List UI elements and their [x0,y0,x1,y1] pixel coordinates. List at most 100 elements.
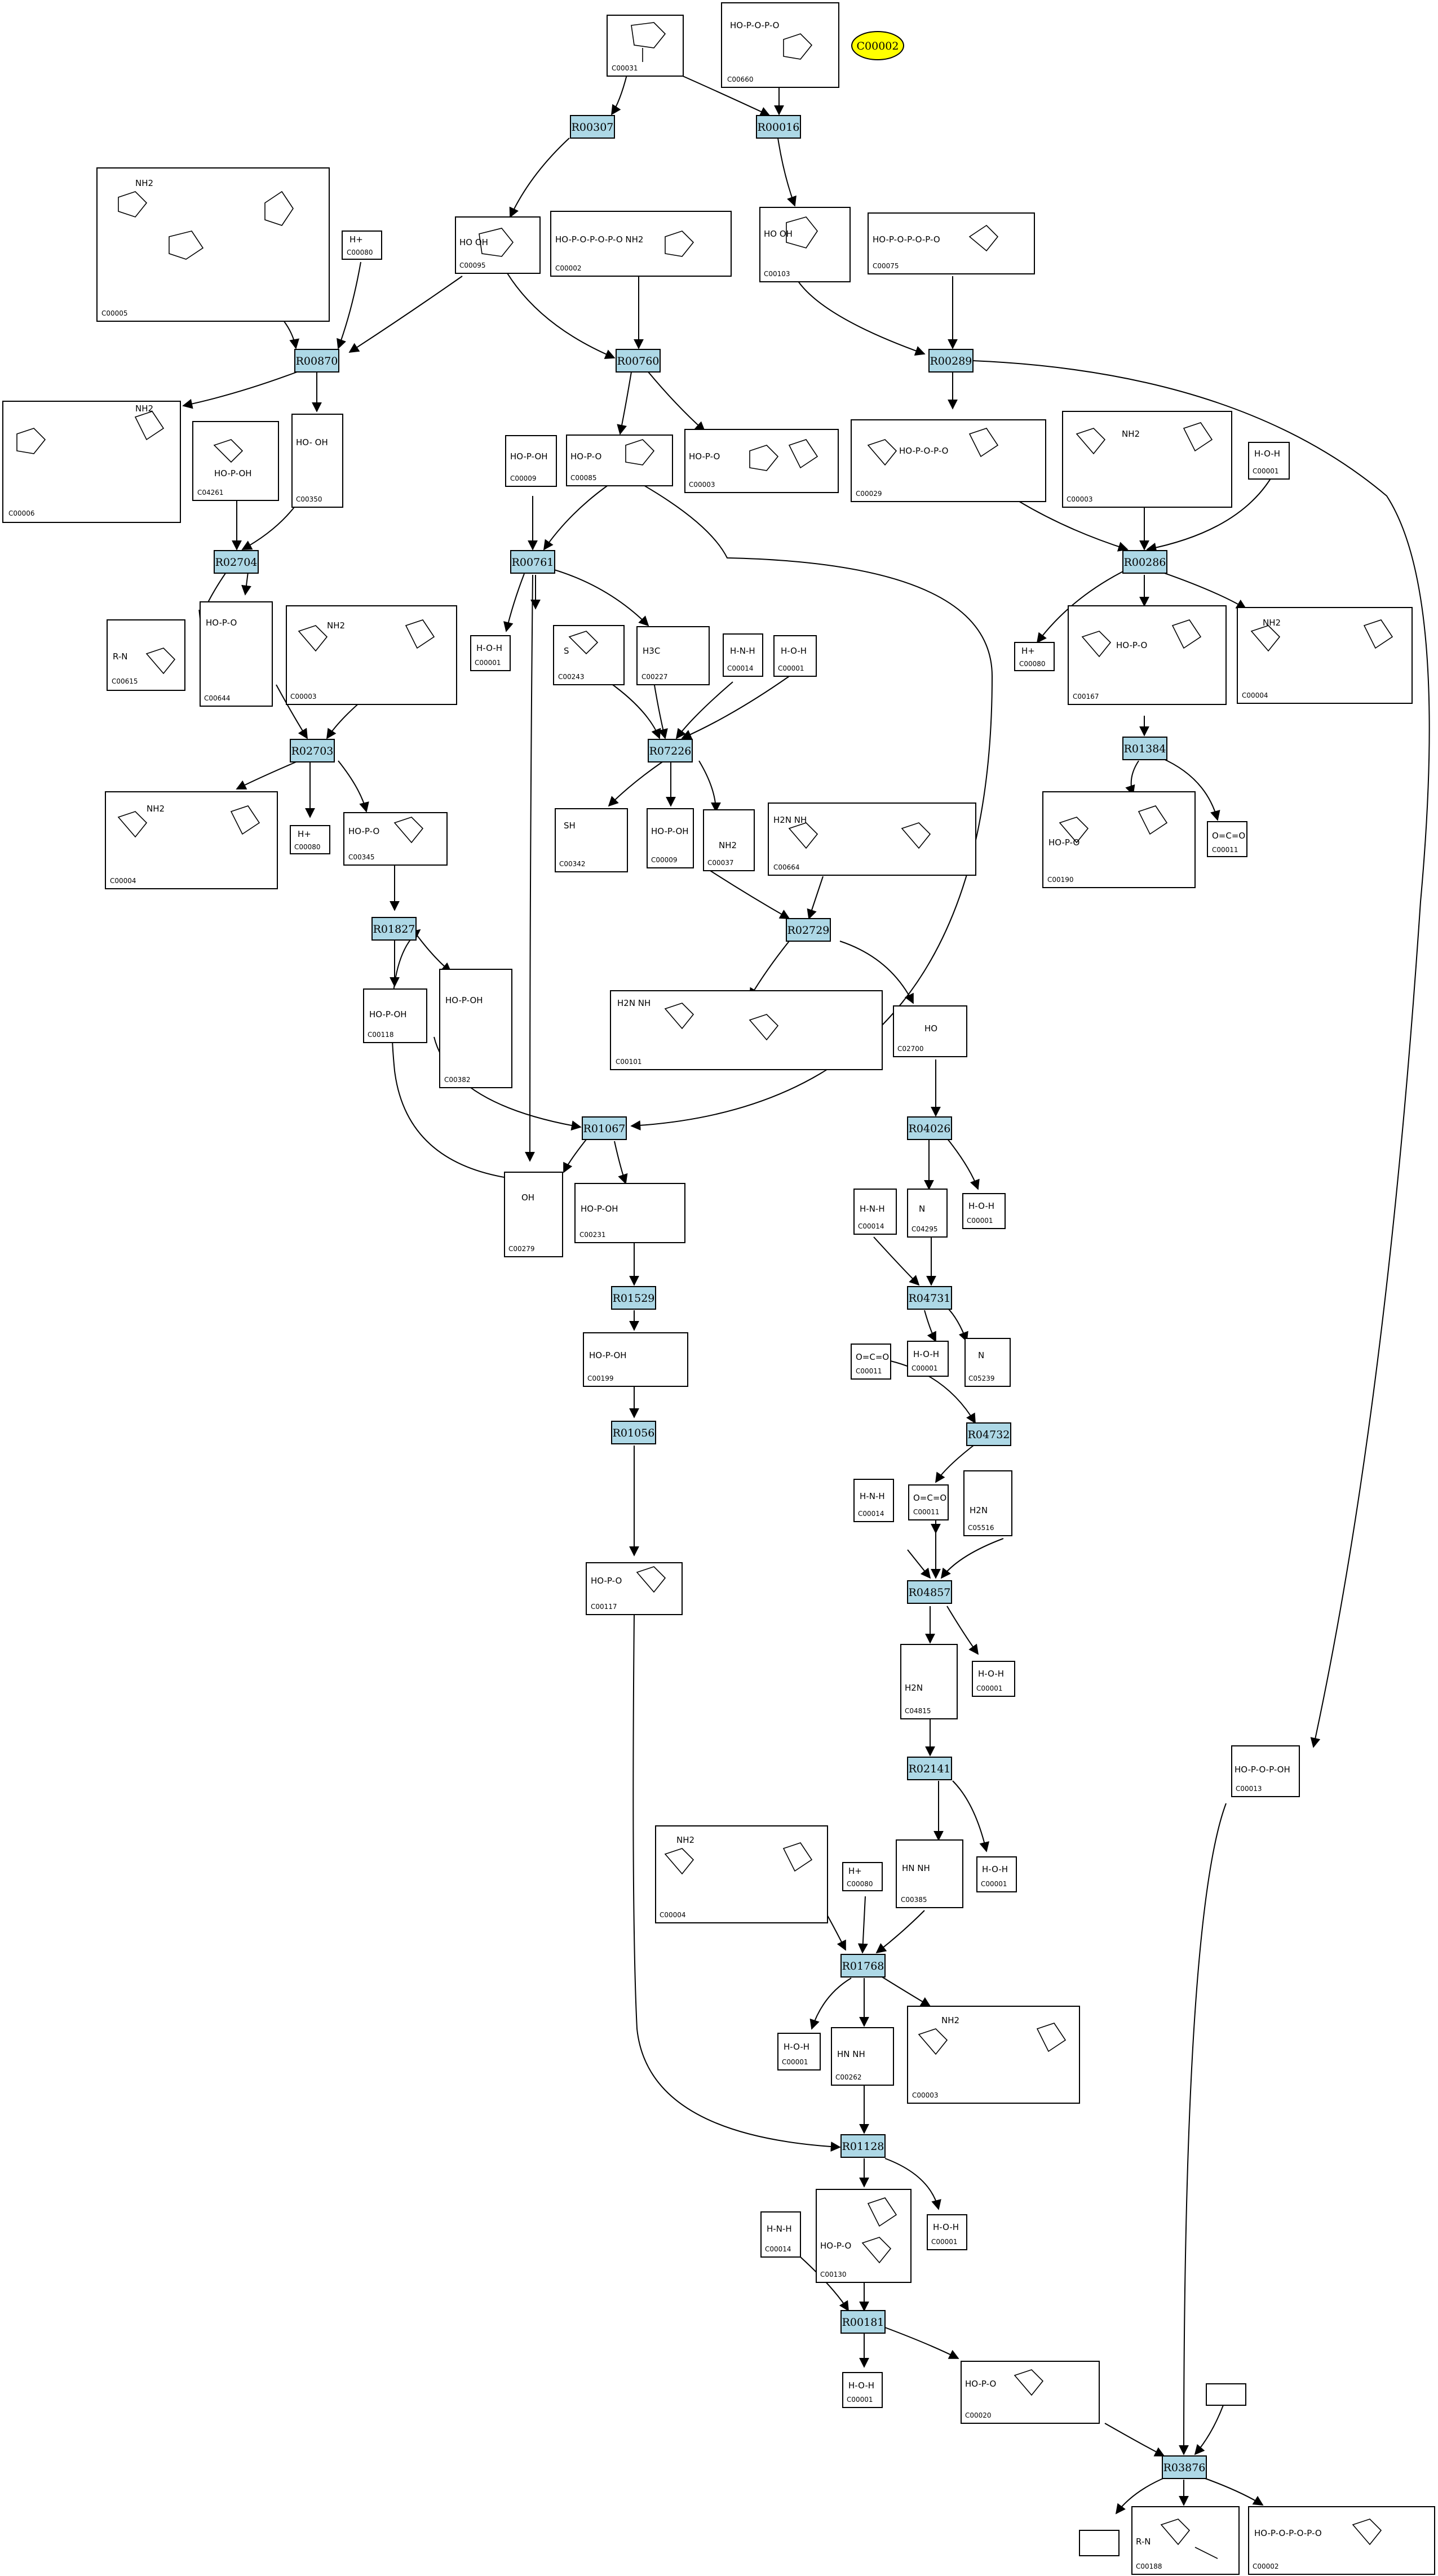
compound-node[interactable]: H-O-H C00001 [927,2214,967,2250]
reaction-node[interactable]: R00181 [840,2310,886,2334]
compound-node[interactable]: H-O-H C00001 [972,1661,1015,1697]
compound-node[interactable]: HO-P-O-P-O C00029 [851,419,1046,502]
compound-node[interactable]: H+ C00080 [342,230,382,260]
compound-node[interactable]: HO- OH C00350 [291,414,343,508]
compound-node[interactable]: H-O-H C00001 [777,2033,821,2070]
compound-node[interactable]: H-O-H C00001 [976,1856,1017,1892]
reaction-node[interactable]: R01056 [611,1421,656,1444]
compound-node[interactable]: H+ C00080 [1014,642,1055,671]
compound-node[interactable]: HO-P-OH C00382 [439,969,512,1088]
compound-node[interactable]: NH2 C00003 [286,605,457,705]
compound-node[interactable]: HO-P-O C00003 [684,429,839,493]
compound-node[interactable]: HO-P-O C00644 [200,601,273,707]
compound-node[interactable]: HO-P-O-P-O-P-O NH2 C00002 [550,211,732,277]
compound-node[interactable]: HO-P-O-P-OH C00013 [1231,1745,1300,1797]
reaction-node[interactable]: R04857 [907,1580,952,1604]
compound-node[interactable]: H+ C00080 [842,1862,883,1891]
compound-node[interactable]: HO-P-O C00117 [586,1562,683,1615]
compound-node[interactable]: H2N NH C00664 [768,802,976,876]
reaction-node[interactable]: R01768 [840,1954,886,1978]
reaction-node[interactable]: R00016 [756,115,801,139]
compound-node[interactable]: NH2 C00005 [96,167,330,322]
compound-node[interactable]: HO OH C00103 [759,207,851,282]
compound-node[interactable]: H2N C04815 [900,1644,958,1719]
compound-node[interactable]: HO-P-O C00167 [1068,605,1227,705]
reaction-node[interactable]: R00286 [1122,550,1167,574]
reaction-node[interactable]: R01827 [371,917,417,941]
reaction-node[interactable]: R00307 [570,115,615,139]
compound-node[interactable]: NH2 C00037 [703,809,755,871]
reaction-node[interactable]: R00760 [616,349,661,373]
compound-node[interactable]: HO-P-OH C00118 [363,988,427,1043]
reaction-node[interactable]: R00870 [294,349,339,373]
reaction-node[interactable]: R00289 [928,349,974,373]
reaction-node[interactable]: R04026 [907,1116,952,1140]
compound-node[interactable]: HO-P-O C00190 [1042,791,1196,888]
compound-node[interactable]: HO-P-OH C00009 [505,435,557,487]
reaction-node[interactable]: R01529 [611,1286,656,1310]
empty-compound-box[interactable] [1206,2383,1246,2406]
reaction-node[interactable]: R01384 [1122,737,1167,760]
compound-node[interactable]: H3C C00227 [636,626,710,685]
compound-node[interactable]: H-O-H C00001 [773,635,817,677]
compound-node[interactable]: R-N C00615 [107,619,185,691]
reaction-node[interactable]: R04732 [966,1422,1011,1446]
reaction-node[interactable]: R02703 [290,739,335,762]
reaction-node[interactable]: R01067 [582,1116,627,1140]
compound-node[interactable]: NH2 C00006 [2,401,181,523]
compound-node[interactable]: H-N-H C00014 [853,1189,897,1235]
compound-node[interactable]: H-N-H C00014 [853,1479,894,1522]
reaction-node[interactable]: R07226 [648,739,693,762]
empty-compound-box[interactable] [1079,2530,1120,2556]
compound-node[interactable]: H+ C00080 [290,825,330,854]
compound-node[interactable]: H2N NH C00101 [610,990,883,1070]
compound-node[interactable]: HO-P-OH C00231 [574,1183,685,1243]
reaction-node[interactable]: R02704 [214,550,259,574]
compound-node[interactable]: HO-P-O-P-O-P-O C00002 [1248,2506,1435,2575]
compound-node[interactable]: H-N-H C00014 [760,2211,801,2258]
compound-node[interactable]: N C04295 [907,1189,948,1238]
compound-node[interactable]: O=C=O C00011 [1207,821,1247,857]
compound-node[interactable]: HN NH C00262 [831,2027,894,2086]
compound-node[interactable]: N C05239 [964,1338,1011,1387]
compound-node[interactable]: H-O-H C00001 [962,1193,1006,1229]
compound-node[interactable]: H-O-H C00001 [470,635,511,671]
compound-node[interactable]: HO OH C00095 [455,216,541,274]
compound-node[interactable]: H-O-H C00001 [907,1341,949,1377]
compound-node[interactable]: H2N C05516 [963,1470,1012,1536]
compound-node[interactable]: NH2 C00004 [105,791,278,889]
compound-node[interactable]: NH2 C00004 [1237,607,1413,704]
compound-node[interactable]: HO-P-O C00345 [343,812,448,866]
reaction-node[interactable]: R00761 [510,550,555,574]
compound-node[interactable]: O=C=O C00011 [851,1344,891,1380]
compound-node[interactable]: R-N C00188 [1131,2506,1240,2575]
compound-node[interactable]: HO-P-O C00085 [566,434,673,486]
compound-node[interactable]: HO-P-OH C00009 [647,808,694,868]
compound-node[interactable] [1079,2530,1120,2556]
compound-node[interactable]: H-O-H C00001 [842,2372,883,2408]
reaction-node[interactable]: R04731 [907,1286,952,1310]
compound-node[interactable]: HO-P-O C00130 [816,2189,912,2283]
compound-node[interactable]: HO-P-OH C00199 [583,1332,688,1387]
compound-node[interactable]: S C00243 [553,625,625,685]
compound-node[interactable]: NH2 C00003 [907,2006,1080,2104]
compound-node[interactable]: SH C00342 [555,808,628,872]
compound-node[interactable]: NH2 C00004 [655,1825,828,1923]
reaction-node[interactable]: R02141 [907,1757,952,1780]
reaction-node[interactable]: R01128 [840,2134,886,2158]
compound-node[interactable]: C00031 [607,15,684,77]
compound-node[interactable]: HO-P-OH C04261 [192,421,279,501]
compound-node[interactable]: H-N-H C00014 [723,633,763,677]
compound-node[interactable] [1206,2383,1246,2406]
compound-node[interactable]: HO-P-O C00020 [961,2361,1100,2424]
reaction-node[interactable]: R03876 [1162,2455,1207,2479]
reaction-node[interactable]: R02729 [786,918,831,942]
compound-node[interactable]: HO-P-O-P-O C00660 [721,2,839,88]
compound-node[interactable]: OH C00279 [504,1172,563,1257]
compound-node[interactable]: H-O-H C00001 [1248,442,1290,480]
compound-node[interactable]: HO-P-O-P-O-P-O C00075 [868,212,1035,274]
compound-node[interactable]: NH2 C00003 [1062,411,1232,508]
compound-node[interactable]: HN NH C00385 [896,1839,963,1908]
compound-node[interactable]: O=C=O C00011 [908,1484,949,1520]
compound-node[interactable]: HO C02700 [893,1005,967,1057]
